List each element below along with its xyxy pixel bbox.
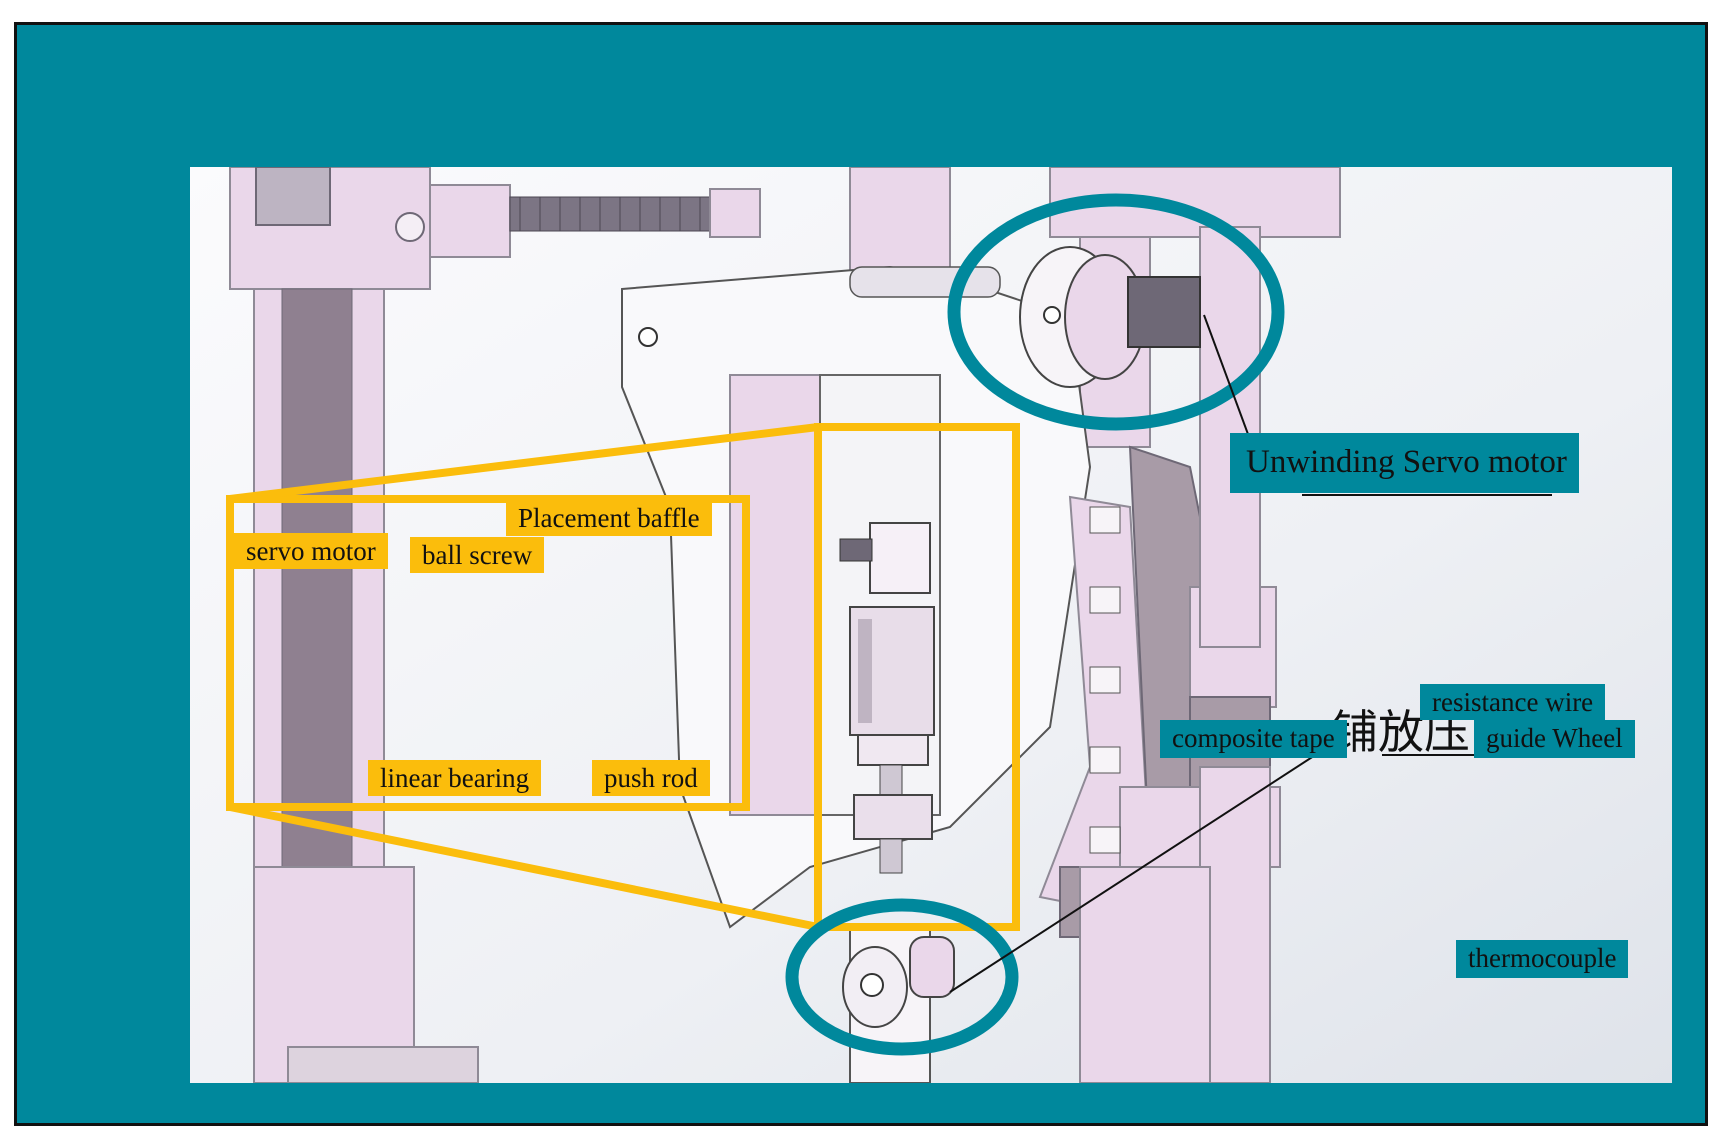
zoom-callout: [226, 423, 1020, 931]
label-linear-bearing: linear bearing: [368, 760, 542, 796]
label-placement-baffle: Placement baffle: [506, 500, 712, 536]
left-column: [229, 167, 479, 1083]
label-push-rod: push rod: [592, 760, 710, 796]
actuator-assembly: [729, 374, 941, 874]
label-ball-screw: ball screw: [410, 537, 545, 573]
lower-guide-wheel: [842, 926, 955, 1083]
guide-wheel-highlight-ellipse: [785, 898, 1019, 1056]
label-unwinding-servo-motor: Unwinding Servo motor: [1230, 433, 1579, 493]
mechanism-illustration: [190, 167, 1672, 1083]
label-resistance-wire: resistance wire: [1420, 684, 1606, 720]
label-thermocouple: thermocouple: [1456, 940, 1629, 978]
label-composite-tape: composite tape: [1160, 720, 1347, 758]
unwinding-pulley: [1019, 246, 1201, 388]
label-guide-wheel: guide Wheel: [1474, 720, 1635, 758]
pulley-highlight-ellipse: [947, 193, 1285, 431]
top-ball-screw: [429, 184, 761, 258]
label-servo-motor: servo motor: [234, 533, 388, 569]
